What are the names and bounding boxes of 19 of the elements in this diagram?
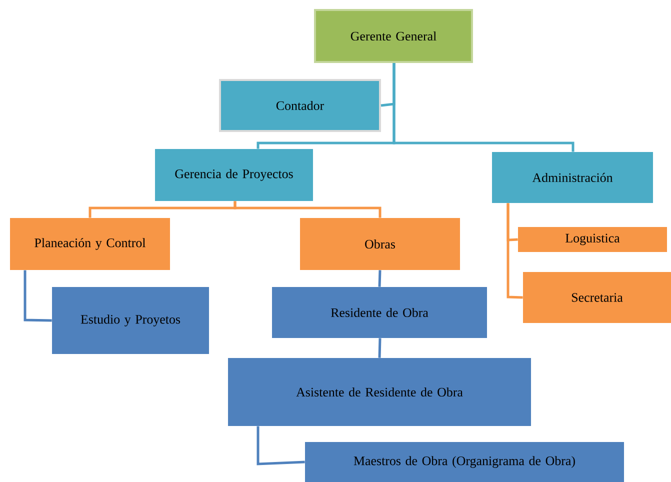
connector-line [378, 338, 382, 358]
org-box: Obras [300, 218, 460, 270]
connector-line [234, 201, 382, 218]
org-box: Secretaria [523, 272, 671, 323]
org-box: Contador [219, 79, 381, 132]
connector-line [256, 426, 305, 466]
connector-line [24, 270, 52, 322]
org-box: Gerente General [314, 9, 473, 63]
connector-line [506, 203, 523, 299]
org-box: Estudio y Proyetos [52, 287, 209, 354]
org-box: Loguistica [518, 227, 667, 252]
org-box: Maestros de Obra (Organigrama de Obra) [305, 442, 624, 482]
connector-line [378, 270, 382, 287]
connector-line [392, 63, 574, 152]
org-box: Gerencia de Proyectos [155, 149, 313, 201]
org-box: Residente de Obra [272, 287, 487, 338]
org-box: Planeación y Control [10, 218, 170, 270]
org-box: Asistente de Residente de Obra [228, 358, 531, 426]
org-box: Administración [492, 152, 653, 203]
